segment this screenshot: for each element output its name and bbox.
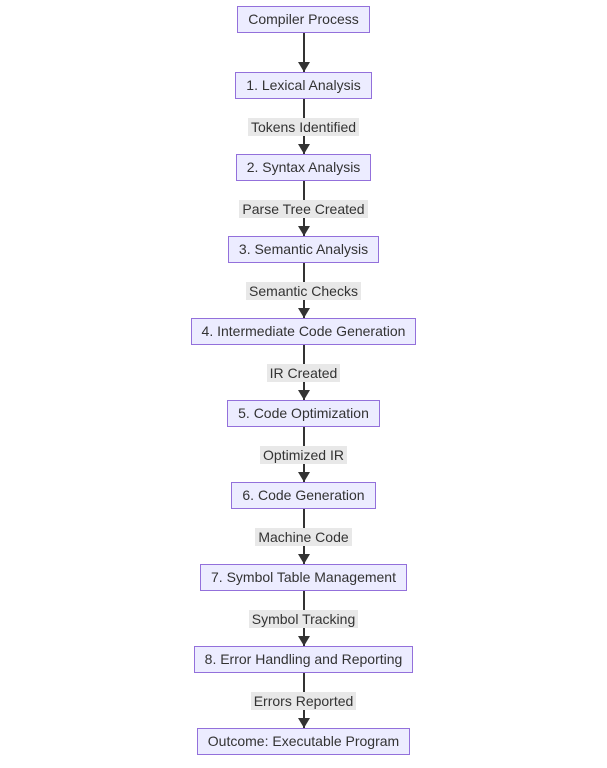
edge-errors-to-outcome: Errors Reported <box>0 673 607 728</box>
edge-label-parse-tree-created: Parse Tree Created <box>239 199 368 218</box>
node-intermediate-code-generation: 4. Intermediate Code Generation <box>190 318 417 345</box>
node-lexical-analysis: 1. Lexical Analysis <box>235 72 372 99</box>
edge-label-symbol-tracking: Symbol Tracking <box>248 609 359 628</box>
arrowhead-icon <box>297 226 310 236</box>
edge-syntax-to-semantic: Parse Tree Created <box>0 181 607 236</box>
edge-label-machine-code: Machine Code <box>255 527 352 546</box>
node-compiler-process: Compiler Process <box>237 6 370 33</box>
edge-label-semantic-checks: Semantic Checks <box>246 281 361 300</box>
edge-line <box>302 33 305 72</box>
edge-start-to-lexical <box>0 33 607 72</box>
node-code-generation: 6. Code Generation <box>231 482 376 509</box>
node-outcome-executable-program: Outcome: Executable Program <box>196 728 411 755</box>
arrowhead-icon <box>297 554 310 564</box>
edge-label-errors-reported: Errors Reported <box>250 691 357 710</box>
edge-optimize-to-codegen: Optimized IR <box>0 427 607 482</box>
edge-symtab-to-errors: Symbol Tracking <box>0 591 607 646</box>
arrowhead-icon <box>297 308 310 318</box>
edge-label-optimized-ir: Optimized IR <box>260 445 347 464</box>
node-semantic-analysis: 3. Semantic Analysis <box>227 236 380 263</box>
node-syntax-analysis: 2. Syntax Analysis <box>235 154 372 181</box>
arrowhead-icon <box>297 390 310 400</box>
edge-label-ir-created: IR Created <box>266 363 341 382</box>
arrowhead-icon <box>297 62 310 72</box>
node-symbol-table-management: 7. Symbol Table Management <box>200 564 407 591</box>
node-error-handling-reporting: 8. Error Handling and Reporting <box>193 646 414 673</box>
edge-ircode-to-optimize: IR Created <box>0 345 607 400</box>
edge-codegen-to-symtab: Machine Code <box>0 509 607 564</box>
arrowhead-icon <box>297 144 310 154</box>
arrowhead-icon <box>297 636 310 646</box>
edge-semantic-to-ircode: Semantic Checks <box>0 263 607 318</box>
edge-label-tokens-identified: Tokens Identified <box>247 117 360 136</box>
arrowhead-icon <box>297 472 310 482</box>
arrowhead-icon <box>297 718 310 728</box>
node-code-optimization: 5. Code Optimization <box>227 400 380 427</box>
edge-lexical-to-syntax: Tokens Identified <box>0 99 607 154</box>
